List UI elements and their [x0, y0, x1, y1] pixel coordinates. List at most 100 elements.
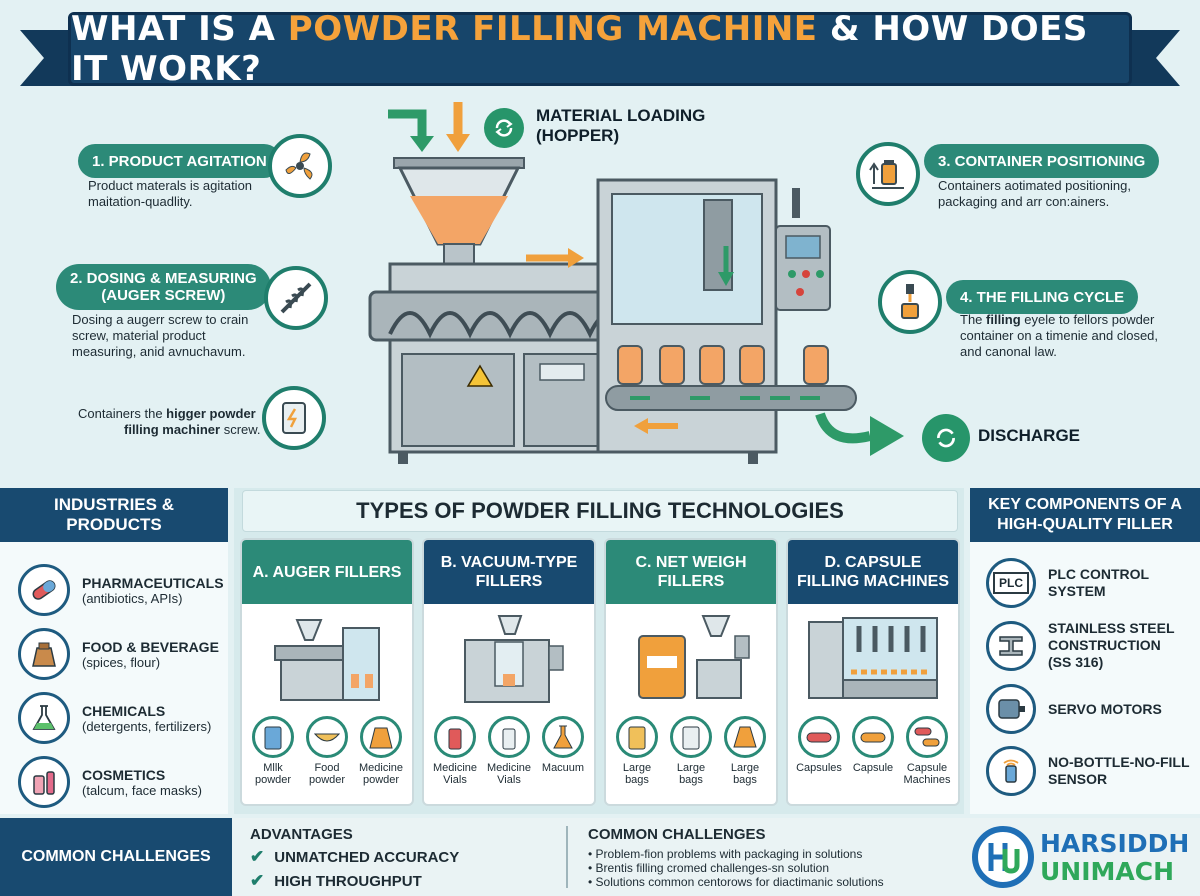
auger-screw-icon	[264, 266, 328, 330]
technologies-title-text: TYPES OF POWDER FILLING TECHNOLOGIES	[356, 498, 844, 523]
conveyor	[605, 385, 857, 411]
challenge-item: • Problem-fion problems with packaging i…	[588, 847, 863, 861]
steel-beam-icon	[986, 620, 1036, 671]
tech-examples: Capsules Capsule Capsule Machines	[788, 716, 958, 786]
discharge-arrowhead	[870, 416, 904, 456]
challenge-item: • Brentis filling cromed challenges-sn s…	[588, 861, 829, 875]
tech-card-title: B. VACUUM-TYPE FILLERS	[424, 540, 594, 604]
filling-desc-2: container on a timenie and closed,	[960, 328, 1159, 343]
tech-example: Capsules	[793, 716, 845, 786]
tech-machine-illustration	[424, 604, 594, 716]
component-name-line-1: SERVO MOTORS	[1048, 700, 1162, 717]
check-icon: ✔	[250, 871, 265, 890]
agitation-desc-1: Product materals is agitation	[88, 178, 253, 193]
tech-example: Large bags	[665, 716, 717, 786]
component-name-line-1: STAINLESS STEEL	[1048, 620, 1175, 636]
filling-text: 4. THE FILLING CYCLE	[960, 288, 1125, 306]
sensor-icon	[986, 746, 1036, 796]
medicine-powder-icon	[360, 716, 402, 758]
step-dosing-desc: Dosing a augerr screw to crain screw, ma…	[72, 312, 248, 360]
container-jars	[617, 345, 829, 385]
tech-machine-illustration	[788, 604, 958, 716]
tech-example: Large bags	[719, 716, 771, 786]
step-positioning-label: 3. CONTAINER POSITIONING	[924, 144, 1160, 178]
vial-icon	[488, 716, 530, 758]
plc-icon: PLC	[986, 558, 1036, 608]
component-name-line-1: PLC CONTROL	[1048, 566, 1150, 582]
step-agitation-text: 1. PRODUCT AGITATION	[92, 152, 267, 170]
tech-example-label: Food powder	[308, 762, 346, 786]
sack-icon	[18, 628, 70, 680]
title-banner: WHAT IS A POWDER FILLING MACHINE & HOW D…	[68, 9, 1132, 89]
challenge-text: Problem-fion problems with packaging in …	[595, 847, 863, 861]
discharge-icon	[922, 414, 970, 462]
step-filling-desc: The filling eyele to fellors powder cont…	[960, 312, 1158, 360]
advantages-title: ADVANTAGES	[250, 826, 353, 843]
powder-filling-machine-illustration	[368, 102, 870, 464]
page-title: WHAT IS A POWDER FILLING MACHINE & HOW D…	[71, 9, 1129, 89]
note-bold-1: higger powder	[166, 406, 256, 421]
tech-machine-illustration	[242, 604, 412, 716]
component-name-line-1: NO-BOTTLE-NO-FILL	[1048, 754, 1190, 770]
powder-bag-icon	[262, 386, 326, 450]
components-title-1: KEY COMPONENTS OF A	[988, 496, 1182, 513]
discharge-label: DISCHARGE	[978, 426, 1081, 445]
loading-line-1: MATERIAL LOADING	[536, 106, 706, 125]
challenges-block: COMMON CHALLENGES • Problem-fion problem…	[588, 826, 884, 889]
filling-desc-bold: filling	[986, 312, 1021, 327]
dosing-desc-2: screw, material product	[72, 328, 206, 343]
component-name-line-2: CONSTRUCTION	[1048, 637, 1161, 653]
positioning-text: 3. CONTAINER POSITIONING	[938, 152, 1146, 170]
brand-logo-icon	[972, 826, 1034, 888]
footer-divider	[566, 826, 568, 888]
milk-powder-icon	[252, 716, 294, 758]
check-icon: ✔	[250, 847, 265, 866]
advantage-text: UNMATCHED ACCURACY	[274, 848, 460, 866]
flask-icon	[542, 716, 584, 758]
components-title-2: HIGH-QUALITY FILLER	[997, 516, 1173, 533]
tech-example: Capsule Machines	[901, 716, 953, 786]
bag-icon	[670, 716, 712, 758]
industry-name: FOOD & BEVERAGE	[82, 638, 219, 655]
tech-example-label: Medicine powder	[358, 762, 404, 786]
food-powder-icon	[306, 716, 348, 758]
component-item: SERVO MOTORS	[986, 684, 1162, 734]
flask-icon	[18, 692, 70, 744]
tech-example-label: Capsule	[852, 762, 894, 774]
industry-name: COSMETICS	[82, 766, 166, 783]
industry-sub: (spices, flour)	[82, 654, 161, 670]
industry-sub: (detergents, fertilizers)	[82, 718, 212, 734]
tech-card-title: A. AUGER FILLERS	[242, 540, 412, 604]
tech-example: Macuum	[537, 716, 589, 786]
capsules-icon	[906, 716, 948, 758]
tech-example: Large bags	[611, 716, 663, 786]
positioning-desc-2: packaging and arr con:ainers.	[938, 194, 1110, 209]
dosing-label-1: 2. DOSING & MEASURING	[70, 270, 257, 287]
filling-desc-1: eyele to fellors powder	[1020, 312, 1155, 327]
challenges-title: COMMON CHALLENGES	[588, 826, 766, 843]
industry-name: PHARMACEUTICALS	[82, 574, 224, 591]
component-name-line-2: SYSTEM	[1048, 583, 1106, 599]
tech-example: Medicine Vials	[483, 716, 535, 786]
component-name-line-3: (SS 316)	[1048, 654, 1104, 670]
dosing-desc-1: Dosing a augerr screw to crain	[72, 312, 249, 327]
brand-name: HARSIDDH UNIMACH	[1040, 830, 1189, 886]
tech-example-label: Large bags	[622, 762, 652, 786]
bottle-positioning-icon	[856, 142, 920, 206]
step-agitation-desc: Product materals is agitation maitation-…	[88, 178, 252, 210]
challenge-item: • Solutions common centorows for diactim…	[588, 875, 884, 889]
industries-panel: PHARMACEUTICALS(antibiotics, APIs) FOOD …	[0, 542, 228, 814]
title-highlight: POWDER FILLING MACHINE	[287, 9, 818, 49]
tech-example-label: Capsules	[796, 762, 842, 774]
tech-example-label: Capsule Machines	[903, 762, 951, 786]
components-title: KEY COMPONENTS OF A HIGH-QUALITY FILLER	[970, 488, 1200, 542]
technologies-title: TYPES OF POWDER FILLING TECHNOLOGIES	[242, 490, 958, 532]
